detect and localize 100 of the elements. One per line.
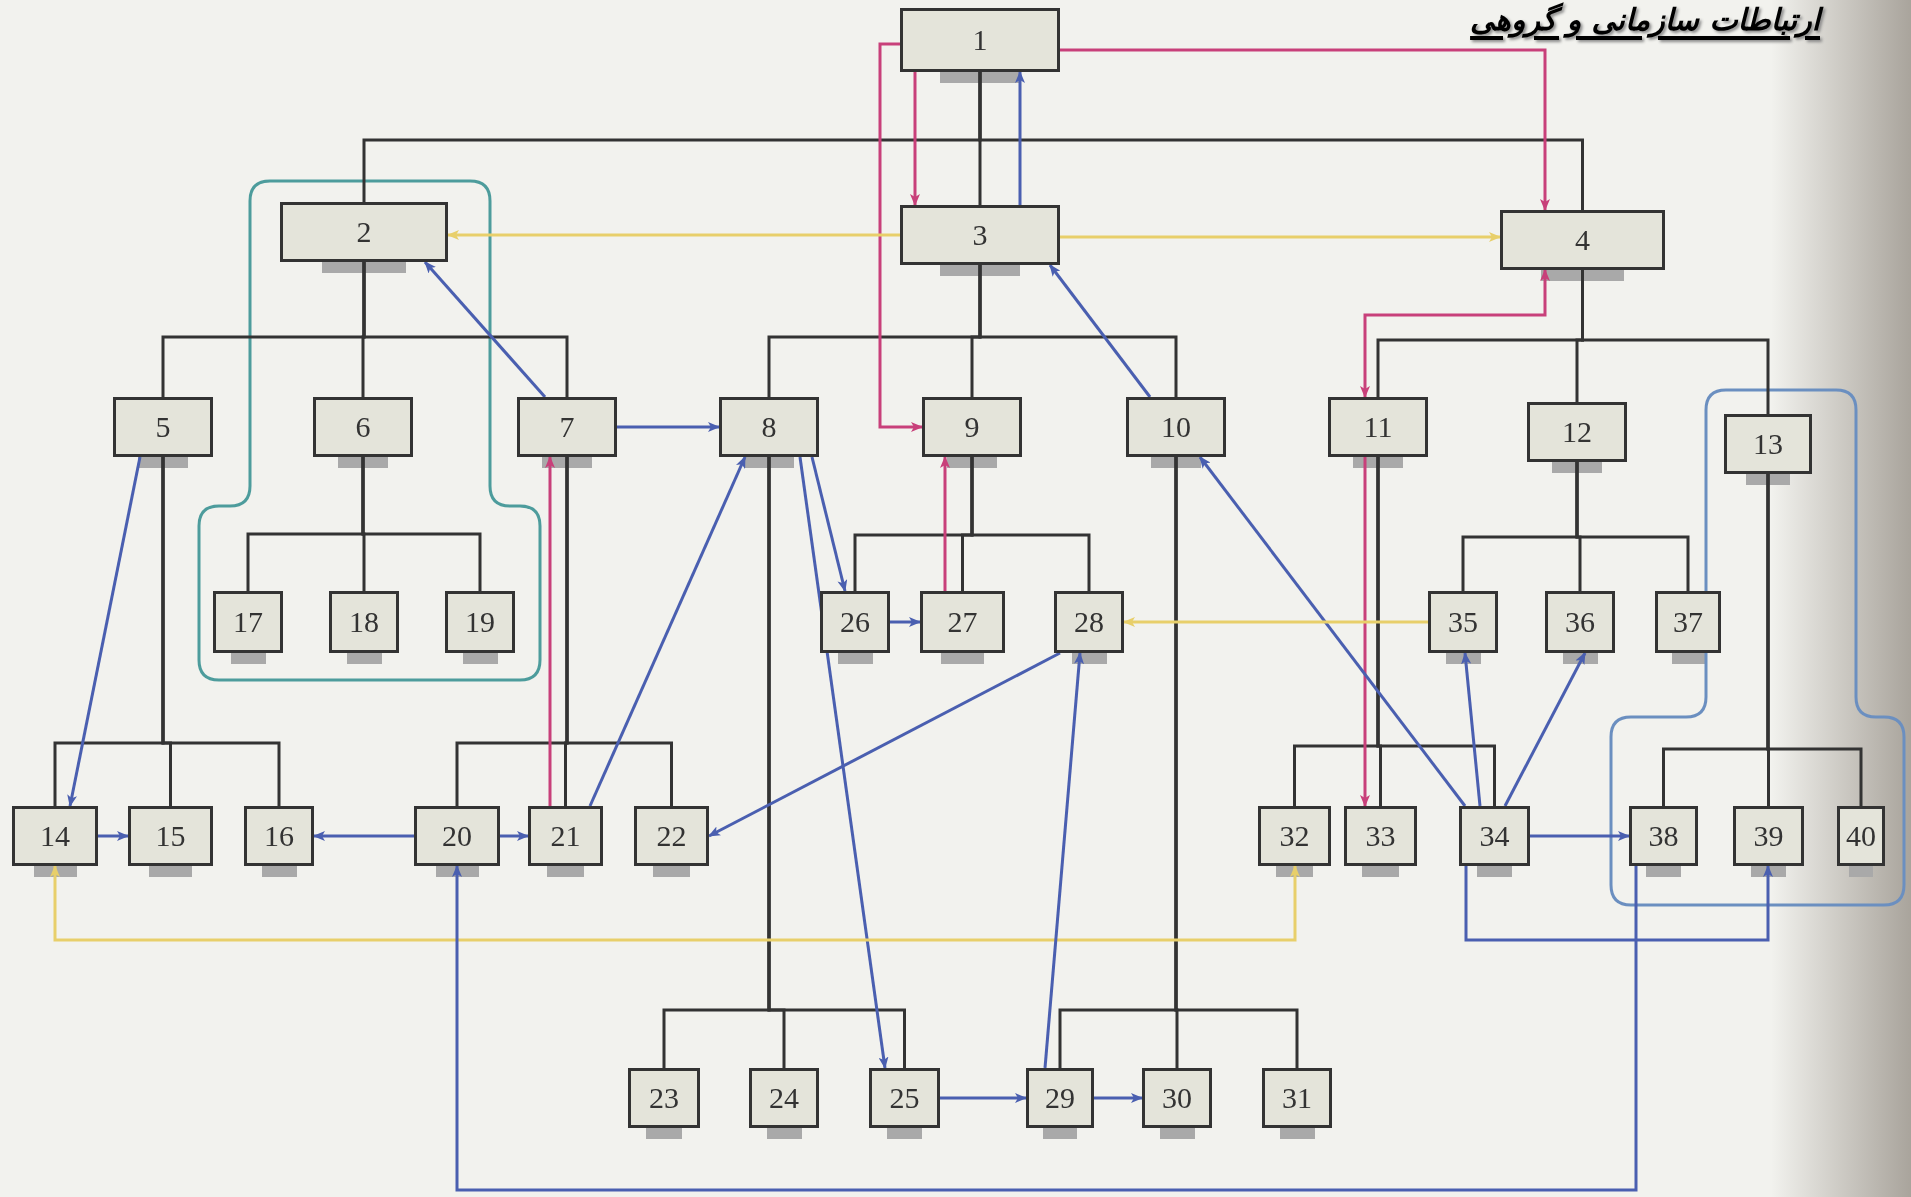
position-box <box>820 591 890 653</box>
connector-line <box>1376 457 1496 806</box>
position-box <box>313 397 413 457</box>
box-number: 19 <box>465 607 495 637</box>
connector-line <box>978 265 1178 397</box>
box-number: 30 <box>1162 1083 1192 1113</box>
position-box <box>329 591 399 653</box>
position-box <box>1500 210 1665 270</box>
box-number: 20 <box>442 821 472 851</box>
box-number: 28 <box>1074 607 1104 637</box>
box-number: 9 <box>964 412 980 442</box>
arrow <box>940 1093 1027 1103</box>
arrow <box>1461 652 1482 807</box>
arrow <box>798 456 889 1069</box>
position-box <box>280 202 448 262</box>
box-number: 12 <box>1562 417 1592 447</box>
position-box <box>1733 806 1804 866</box>
box-number: 16 <box>264 821 294 851</box>
position-box <box>1262 1068 1332 1128</box>
box-number: 3 <box>972 220 988 250</box>
box-number: 8 <box>761 412 777 442</box>
box-number: 32 <box>1279 821 1310 851</box>
position-box <box>1837 806 1885 866</box>
position-box <box>1142 1068 1212 1128</box>
box-number: 26 <box>840 607 870 637</box>
position-box <box>213 591 283 653</box>
connector-line <box>1575 462 1690 591</box>
arrow <box>1198 456 1467 807</box>
box-number: 34 <box>1479 821 1510 851</box>
arrow <box>98 831 129 841</box>
arrow <box>940 456 950 591</box>
position-box <box>1126 397 1226 457</box>
arrow <box>423 261 547 398</box>
arrow <box>313 831 414 841</box>
position-box <box>719 397 819 457</box>
box-number: 29 <box>1045 1083 1075 1113</box>
connector-line <box>362 262 569 397</box>
arrow <box>1060 48 1550 211</box>
arrow <box>545 456 555 806</box>
box-number: 40 <box>1846 821 1876 851</box>
box-number: 13 <box>1753 429 1783 459</box>
connector-line <box>970 457 1091 591</box>
position-box <box>922 397 1022 457</box>
box-number: 31 <box>1282 1083 1312 1113</box>
arrow <box>1123 617 1428 627</box>
position-box <box>869 1068 940 1128</box>
box-number: 38 <box>1648 821 1679 851</box>
position-box <box>1026 1068 1094 1128</box>
arrow <box>588 456 747 807</box>
position-box <box>1459 806 1530 866</box>
arrow <box>447 230 900 240</box>
arrow <box>50 865 1300 942</box>
box-number: 15 <box>155 821 186 851</box>
arrow <box>1060 232 1501 242</box>
position-box <box>1545 591 1615 653</box>
arrow <box>1360 457 1370 807</box>
box-number: 24 <box>769 1083 799 1113</box>
box-number: 11 <box>1363 412 1393 442</box>
connector-line <box>1174 457 1299 1068</box>
arrow <box>67 456 142 807</box>
arrow <box>500 831 529 841</box>
position-box <box>1629 806 1698 866</box>
box-number: 33 <box>1365 821 1396 851</box>
box-number: 17 <box>233 607 263 637</box>
arrow <box>1015 71 1025 205</box>
box-number: 36 <box>1565 607 1595 637</box>
box-number: 2 <box>356 217 372 247</box>
box-number: 39 <box>1753 821 1784 851</box>
position-box <box>414 806 500 866</box>
box-number: 10 <box>1161 412 1191 442</box>
position-box <box>920 591 1005 653</box>
arrow <box>1048 264 1152 398</box>
arrow <box>910 72 920 206</box>
position-box <box>1344 806 1417 866</box>
position-box <box>12 806 98 866</box>
arrow <box>1503 652 1587 807</box>
position-box <box>634 806 709 866</box>
arrow <box>708 651 1061 838</box>
arrow <box>452 865 1638 1192</box>
position-box <box>244 806 314 866</box>
box-number: 37 <box>1673 607 1703 637</box>
connector-line <box>767 457 906 1068</box>
box-number: 35 <box>1448 607 1478 637</box>
position-box <box>900 205 1060 265</box>
box-number: 27 <box>947 607 978 637</box>
position-box <box>1258 806 1331 866</box>
position-box <box>517 397 617 457</box>
box-number: 7 <box>559 412 575 442</box>
position-box <box>445 591 515 653</box>
position-box <box>628 1068 700 1128</box>
arrow <box>1360 269 1550 398</box>
connector-line <box>161 457 281 806</box>
position-box <box>1328 397 1428 457</box>
arrow <box>1530 831 1630 841</box>
arrow <box>1094 1093 1143 1103</box>
position-box <box>128 806 213 866</box>
arrow <box>617 422 720 432</box>
arrow <box>810 456 848 592</box>
box-number: 18 <box>349 607 379 637</box>
box-number: 22 <box>656 821 687 851</box>
